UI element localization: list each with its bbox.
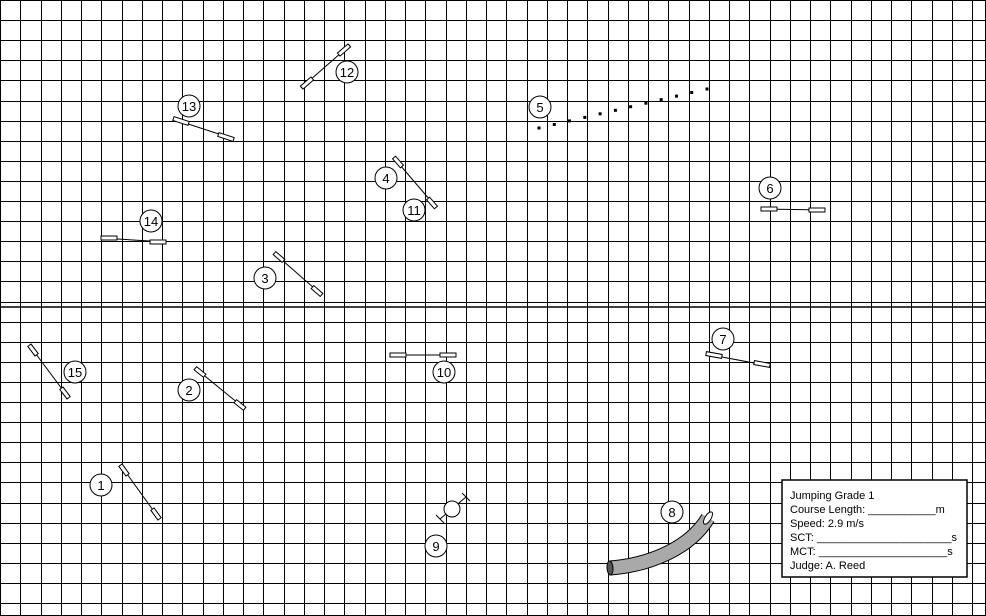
weave-pole	[598, 112, 602, 116]
jump-13[interactable]	[172, 115, 235, 143]
weave-pole	[568, 119, 571, 123]
weave-pole	[613, 108, 617, 112]
weave-pole	[675, 94, 678, 98]
svg-text:5: 5	[536, 100, 543, 115]
weave-pole	[705, 87, 709, 91]
jump-2[interactable]	[193, 365, 247, 412]
svg-text:6: 6	[766, 181, 773, 196]
svg-text:9: 9	[432, 539, 439, 554]
course-sct: SCT: ______________________s	[790, 532, 957, 544]
course-judge: Judge: A. Reed	[790, 560, 865, 572]
weave-pole	[583, 115, 587, 119]
weave-pole	[629, 105, 633, 109]
svg-text:14: 14	[144, 214, 158, 229]
tire-9[interactable]	[435, 492, 471, 524]
svg-text:15: 15	[68, 365, 82, 380]
obstacle-number-6: 6	[758, 176, 782, 200]
jump-1[interactable]	[118, 463, 162, 521]
jump-3[interactable]	[272, 250, 324, 298]
weave-poles-5[interactable]	[537, 87, 709, 130]
svg-text:3: 3	[261, 271, 268, 286]
obstacle-number-13: 13	[177, 94, 201, 118]
jump-12[interactable]	[299, 43, 352, 90]
weave-pole	[659, 98, 663, 102]
obstacle-number-11: 11	[402, 198, 426, 222]
obstacle-number-7: 7	[711, 327, 735, 351]
weave-pole	[690, 91, 694, 94]
obstacle-number-15: 15	[63, 360, 87, 384]
obstacle-number-5: 5	[528, 95, 552, 119]
svg-text:10: 10	[437, 365, 451, 380]
svg-text:1: 1	[97, 478, 104, 493]
obstacle-number-1: 1	[89, 473, 113, 497]
jump-10[interactable]	[389, 352, 457, 358]
svg-text:2: 2	[185, 383, 192, 398]
weave-pole	[644, 101, 648, 105]
course-info-box: Jumping Grade 1 Course Length: _________…	[781, 479, 968, 578]
svg-text:13: 13	[182, 99, 196, 114]
jump-14[interactable]	[100, 235, 167, 245]
obstacle-number-4: 4	[374, 166, 398, 190]
jump-6[interactable]	[760, 206, 826, 213]
svg-text:4: 4	[382, 171, 389, 186]
obstacle-number-8: 8	[660, 500, 684, 524]
obstacle-number-3: 3	[253, 266, 277, 290]
obstacle-number-14: 14	[139, 209, 163, 233]
svg-text:8: 8	[668, 505, 675, 520]
jump-7[interactable]	[705, 351, 771, 368]
svg-text:11: 11	[407, 203, 421, 218]
svg-text:12: 12	[340, 65, 354, 80]
course-mct: MCT: _____________________s	[790, 546, 953, 558]
obstacle-number-9: 9	[424, 534, 448, 558]
obstacle-number-10: 10	[432, 360, 456, 384]
tunnel-8[interactable]	[606, 510, 715, 576]
obstacle-number-2: 2	[177, 378, 201, 402]
svg-text:7: 7	[719, 332, 726, 347]
course-title: Jumping Grade 1	[790, 490, 874, 502]
course-length: Course Length: ___________m	[790, 504, 945, 516]
jump-4-11[interactable]	[391, 155, 439, 210]
course-speed: Speed: 2.9 m/s	[790, 518, 864, 530]
weave-pole	[537, 126, 541, 130]
jump-15[interactable]	[27, 343, 71, 400]
weave-pole	[552, 123, 556, 126]
obstacle-number-12: 12	[335, 60, 359, 84]
